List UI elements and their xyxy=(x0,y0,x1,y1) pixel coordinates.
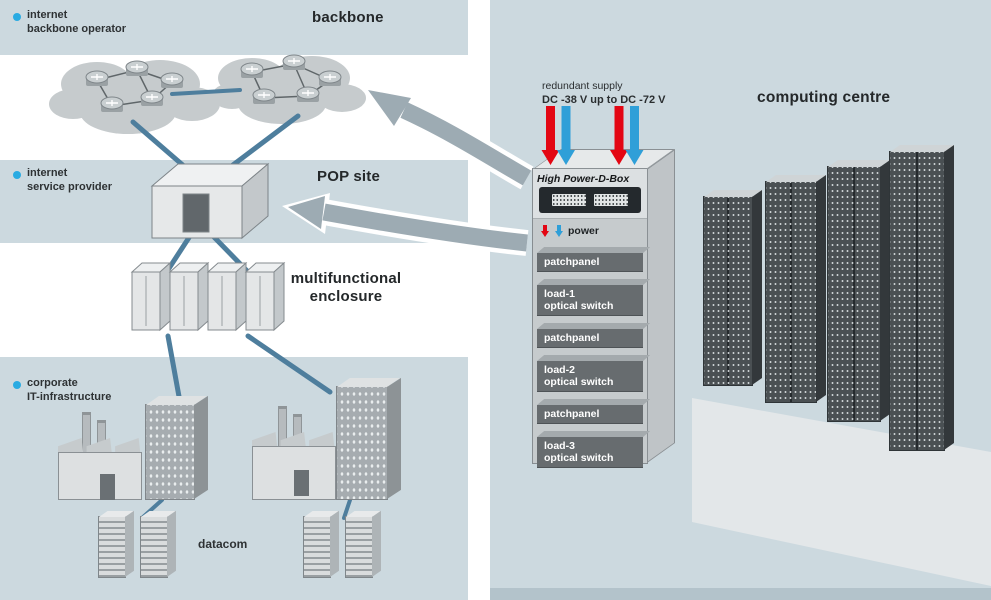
module-top-face xyxy=(537,247,651,253)
heading-multifunctional-enclosure: multifunctional enclosure xyxy=(280,270,412,306)
label-internet-service-provider: internet service provider xyxy=(27,166,112,194)
module-patchpanel-2: patchpanel xyxy=(537,323,651,348)
floor-edge-strip xyxy=(490,588,991,600)
label-line: internet xyxy=(27,167,68,179)
enclosure-cabinet xyxy=(168,261,210,332)
router-links xyxy=(96,63,331,107)
heading-line: multifunctional xyxy=(290,270,402,287)
router-icons xyxy=(85,54,342,112)
heading-backbone: backbone xyxy=(312,9,384,26)
redundant-supply-note: redundant supply DC -38 V up to DC -72 V xyxy=(542,80,665,107)
dbox-device xyxy=(539,187,641,213)
enclosure-cabinet xyxy=(244,261,286,332)
datacom-rack xyxy=(345,510,381,578)
dbox-panel: High Power-D-Box xyxy=(533,169,647,219)
office-building xyxy=(336,377,401,500)
label-line: service provider xyxy=(27,181,112,193)
office-building xyxy=(145,395,208,500)
enclosure-cabinets xyxy=(130,261,286,332)
module-patchpanel-1: patchpanel xyxy=(537,247,651,272)
factory-door xyxy=(100,474,115,500)
label-line: corporate xyxy=(27,377,78,389)
power-arrow-red-icon xyxy=(540,225,549,237)
heading-computing-centre: computing centre xyxy=(757,89,891,106)
building-side xyxy=(194,395,208,499)
label-corporate-it-infrastructure: corporate IT-infrastructure xyxy=(27,376,111,404)
module-top-face xyxy=(537,279,651,285)
backbone-cloud-left xyxy=(49,60,220,134)
enclosure-cabinet xyxy=(130,261,172,332)
module-top-face xyxy=(537,431,651,437)
label-line: IT-infrastructure xyxy=(27,391,112,403)
server-rack xyxy=(889,144,954,451)
dbox-label: High Power-D-Box xyxy=(537,173,630,185)
server-rack xyxy=(703,189,762,386)
datacom-rack xyxy=(98,510,134,578)
datacom-rack xyxy=(303,510,339,578)
heading-line: enclosure xyxy=(309,288,383,305)
supply-voltage-text: DC -38 V up to DC -72 V xyxy=(542,94,666,106)
label-line: internet xyxy=(27,9,68,21)
power-arrow-blue-icon xyxy=(554,225,563,237)
high-power-rack: High Power-D-Box power patchpanel load-1… xyxy=(532,149,676,468)
bullet-icon xyxy=(13,171,21,179)
server-rack xyxy=(765,174,826,403)
bullet-icon xyxy=(13,381,21,389)
module-patchpanel-3: patchpanel xyxy=(537,399,651,424)
datacom-rack xyxy=(140,510,176,578)
label-datacom: datacom xyxy=(198,537,248,551)
power-label: power xyxy=(568,225,599,237)
heading-pop-site: POP site xyxy=(317,168,381,185)
rack-side-face xyxy=(647,149,675,463)
building-side xyxy=(387,377,401,499)
connector-strip xyxy=(552,194,586,206)
server-rack xyxy=(827,159,890,422)
power-row: power xyxy=(533,219,647,240)
bullet-icon xyxy=(13,13,21,21)
supply-text: redundant supply xyxy=(542,80,623,92)
connector-strip xyxy=(594,194,628,206)
module-top-face xyxy=(537,323,651,329)
module-top-face xyxy=(537,399,651,405)
left-band-top xyxy=(0,0,468,55)
factory-door xyxy=(294,470,309,496)
label-internet-backbone-operator: internet backbone operator xyxy=(27,8,126,36)
module-top-face xyxy=(537,355,651,361)
enclosure-cabinet xyxy=(206,261,248,332)
label-line: backbone operator xyxy=(27,23,127,35)
backbone-cloud-right xyxy=(212,56,366,124)
